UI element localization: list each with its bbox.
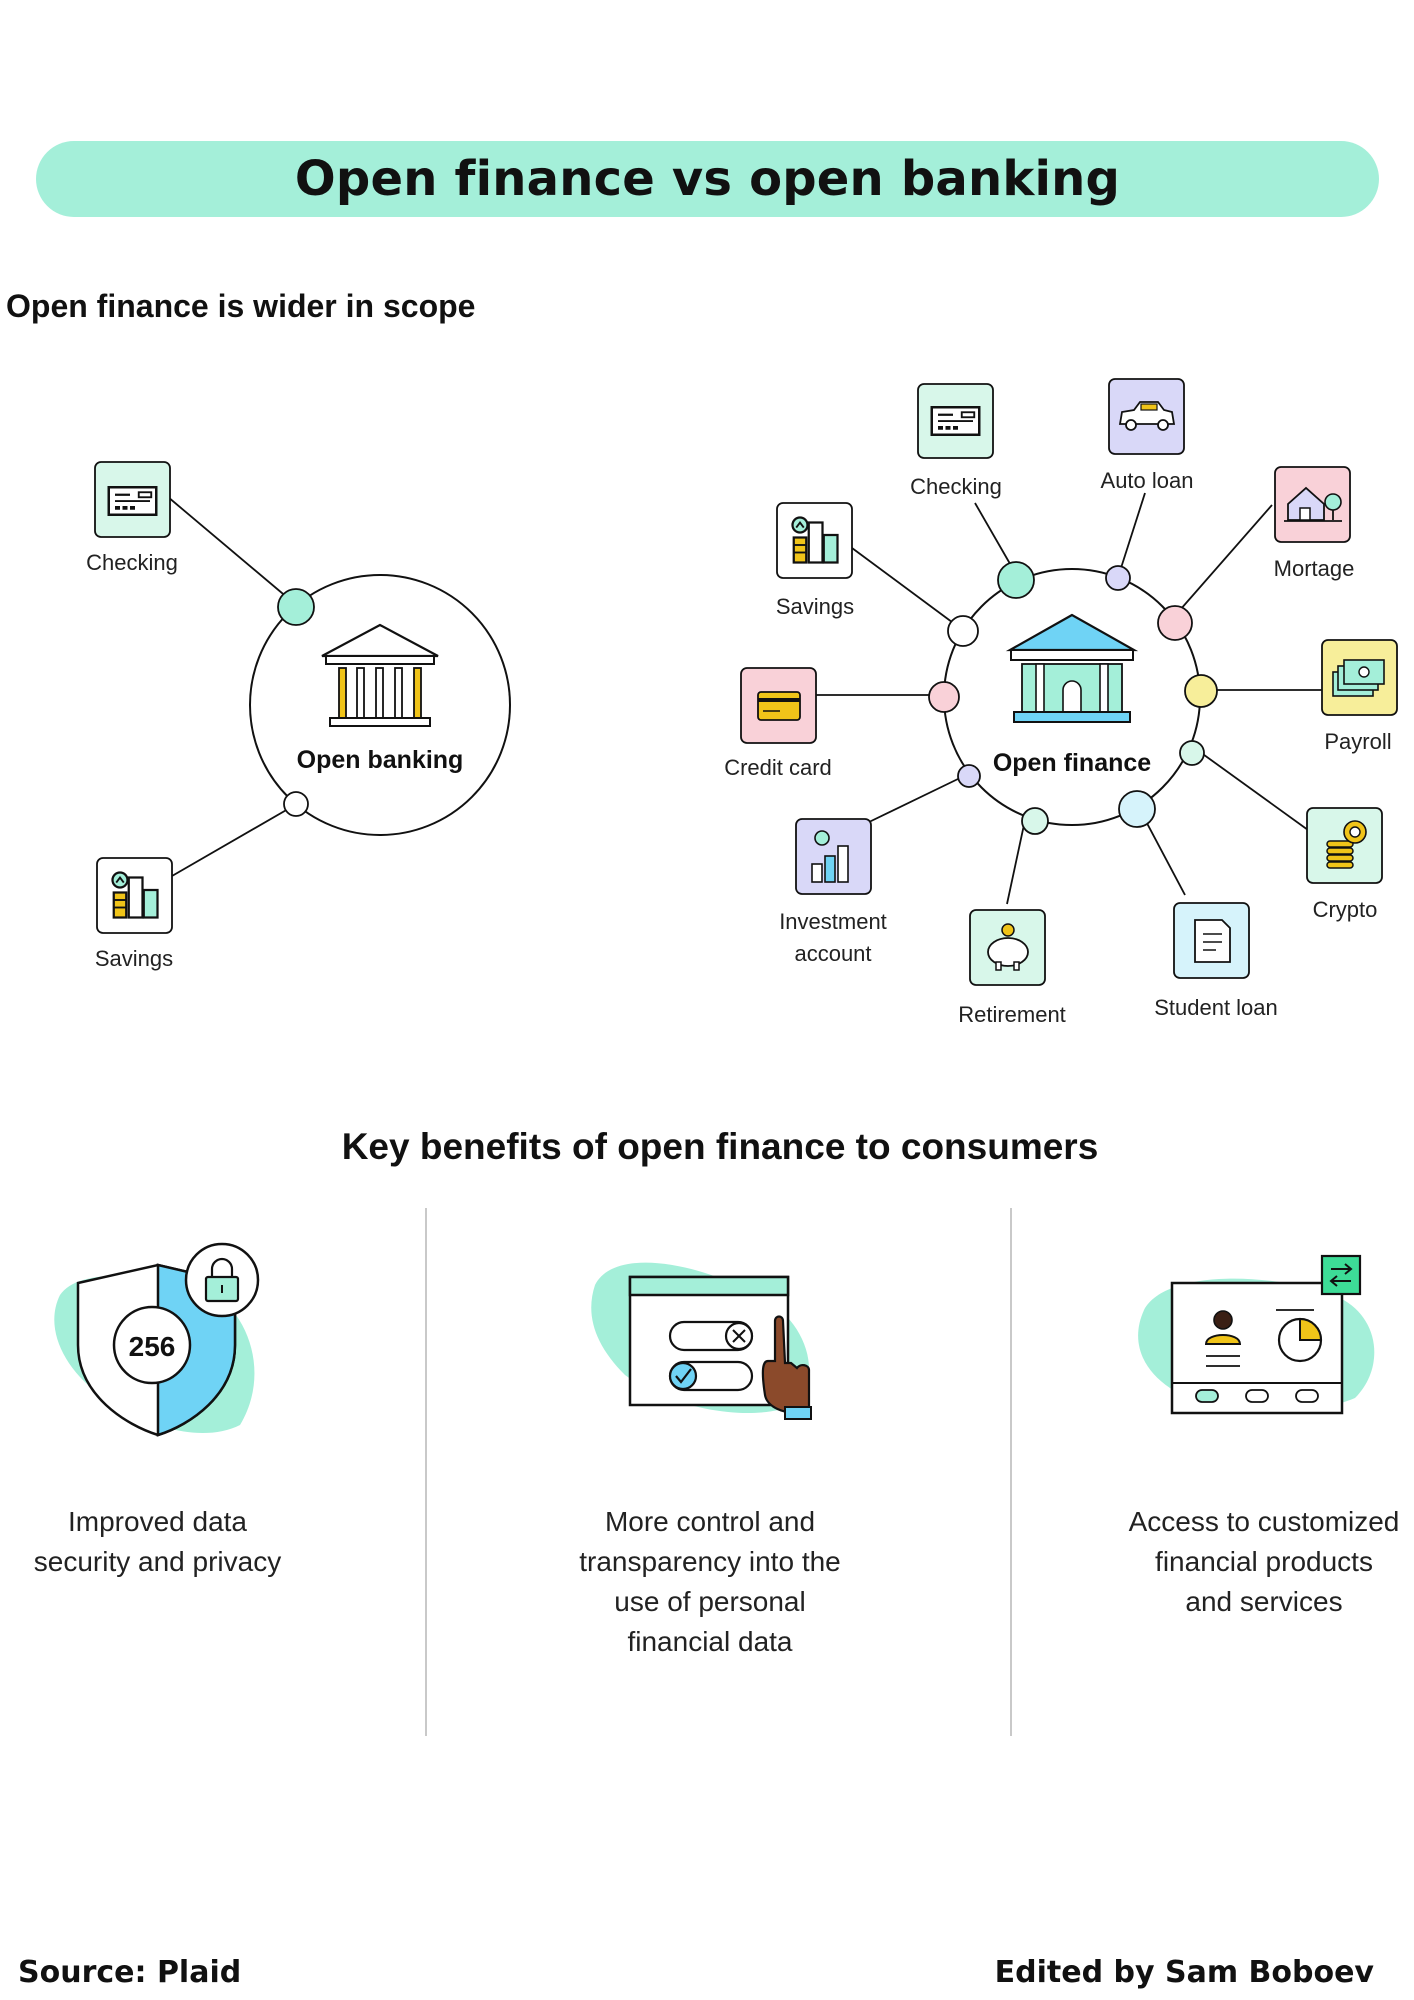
bank-icon <box>321 623 439 727</box>
of-node-credit-card: Credit card <box>724 667 832 780</box>
of-node-payroll: Payroll <box>1321 639 1398 754</box>
section-subtitle: Open finance is wider in scope <box>6 288 476 324</box>
cash-icon <box>1332 659 1385 697</box>
node-label: Crypto <box>1313 897 1378 922</box>
benefit-line: and services <box>1185 1586 1343 1617</box>
node-label: Student loan <box>1154 995 1278 1020</box>
connector-lines <box>816 492 1326 905</box>
node-label: Investment <box>779 909 887 934</box>
encryption-badge: 256 <box>129 1331 176 1362</box>
benefits-title: Key benefits of open finance to consumer… <box>341 1126 1099 1167</box>
piggy-bank-icon <box>987 923 1029 971</box>
connector-line <box>167 496 296 605</box>
bank-icon <box>1005 613 1139 723</box>
node-label: Checking <box>86 550 178 575</box>
shield-lock-icon: 256 <box>54 1242 260 1437</box>
benefit-line: use of personal <box>614 1586 806 1617</box>
of-node-investment: Investment account <box>779 818 887 966</box>
open-banking-diagram: Open banking Checking Savings <box>86 461 511 971</box>
connector-line <box>171 804 296 877</box>
of-node-checking: Checking <box>910 383 1002 499</box>
open-finance-diagram: Open finance Checking Auto loan <box>724 378 1398 1027</box>
benefit-text-control: More control and transparency into the u… <box>555 1502 865 1662</box>
benefit-line: financial data <box>627 1626 793 1657</box>
connector-dot <box>283 791 309 817</box>
check-icon <box>930 406 981 436</box>
node-label: Checking <box>910 474 1002 499</box>
investment-chart-icon <box>811 830 849 883</box>
connector-dot <box>277 588 315 626</box>
column-divider <box>1010 1208 1012 1736</box>
benefit-text-security: Improved data security and privacy <box>10 1502 305 1582</box>
of-node-savings: Savings <box>776 502 854 619</box>
benefit-line: More control and <box>604 1506 816 1537</box>
of-node-auto-loan: Auto loan <box>1101 378 1194 493</box>
ob-node-checking: Checking <box>86 461 178 575</box>
source-credit: Source: Plaid <box>18 1955 242 1990</box>
editor-credit: Edited by Sam Boboev <box>994 1955 1374 1990</box>
toggle-controls-icon <box>591 1262 812 1420</box>
node-label: Credit card <box>724 755 832 780</box>
node-label: Mortage <box>1274 556 1355 581</box>
benefit-line: financial products <box>1155 1546 1373 1577</box>
benefit-line: Improved data <box>68 1506 247 1537</box>
benefit-line: security and privacy <box>33 1546 282 1577</box>
credit-card-icon <box>757 691 801 721</box>
node-label: Savings <box>95 946 173 971</box>
node-label: Auto loan <box>1101 468 1194 493</box>
of-node-student-loan: Student loan <box>1154 902 1278 1020</box>
node-label-line2: account <box>794 941 871 966</box>
of-node-retirement: Retirement <box>958 909 1066 1027</box>
page-title: Open finance vs open banking <box>294 151 1121 207</box>
car-icon <box>1118 401 1176 431</box>
check-icon <box>107 486 158 516</box>
house-icon <box>1284 486 1342 522</box>
node-label: Savings <box>776 594 854 619</box>
profile-dashboard-icon <box>1138 1254 1375 1415</box>
benefit-line: transparency into the <box>579 1546 841 1577</box>
title-banner: Open finance vs open banking <box>36 141 1379 217</box>
open-banking-label: Open banking <box>297 746 464 774</box>
of-node-mortage: Mortage <box>1274 466 1355 581</box>
benefit-text-access: Access to customized financial products … <box>1108 1502 1414 1622</box>
coins-icon <box>1326 820 1367 869</box>
open-finance-label: Open finance <box>993 749 1151 777</box>
scope-diagram: Open banking Checking Savings <box>86 378 1398 1027</box>
ring-dots <box>928 561 1218 835</box>
node-label: Retirement <box>958 1002 1066 1027</box>
node-label: Payroll <box>1324 729 1391 754</box>
ob-node-savings: Savings <box>95 857 173 971</box>
column-divider <box>425 1208 427 1736</box>
benefit-line: Access to customized <box>1128 1506 1400 1537</box>
document-icon <box>1194 919 1231 963</box>
of-node-crypto: Crypto <box>1306 807 1383 922</box>
